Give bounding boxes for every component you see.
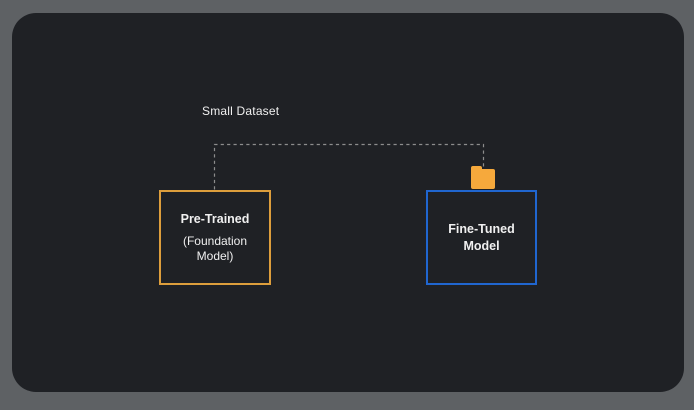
pretrained-model-box: Pre-Trained (Foundation Model) <box>159 190 271 285</box>
pretrained-box-subtitle: (Foundation Model) <box>182 234 248 263</box>
finetuned-box-title: Fine-Tuned Model <box>448 221 515 253</box>
finetuned-model-box: Fine-Tuned Model <box>426 190 537 285</box>
folder-icon <box>471 166 495 189</box>
slide-panel <box>12 13 684 392</box>
pretrained-box-title: Pre-Trained <box>180 212 250 226</box>
small-dataset-label: Small Dataset <box>202 104 280 118</box>
